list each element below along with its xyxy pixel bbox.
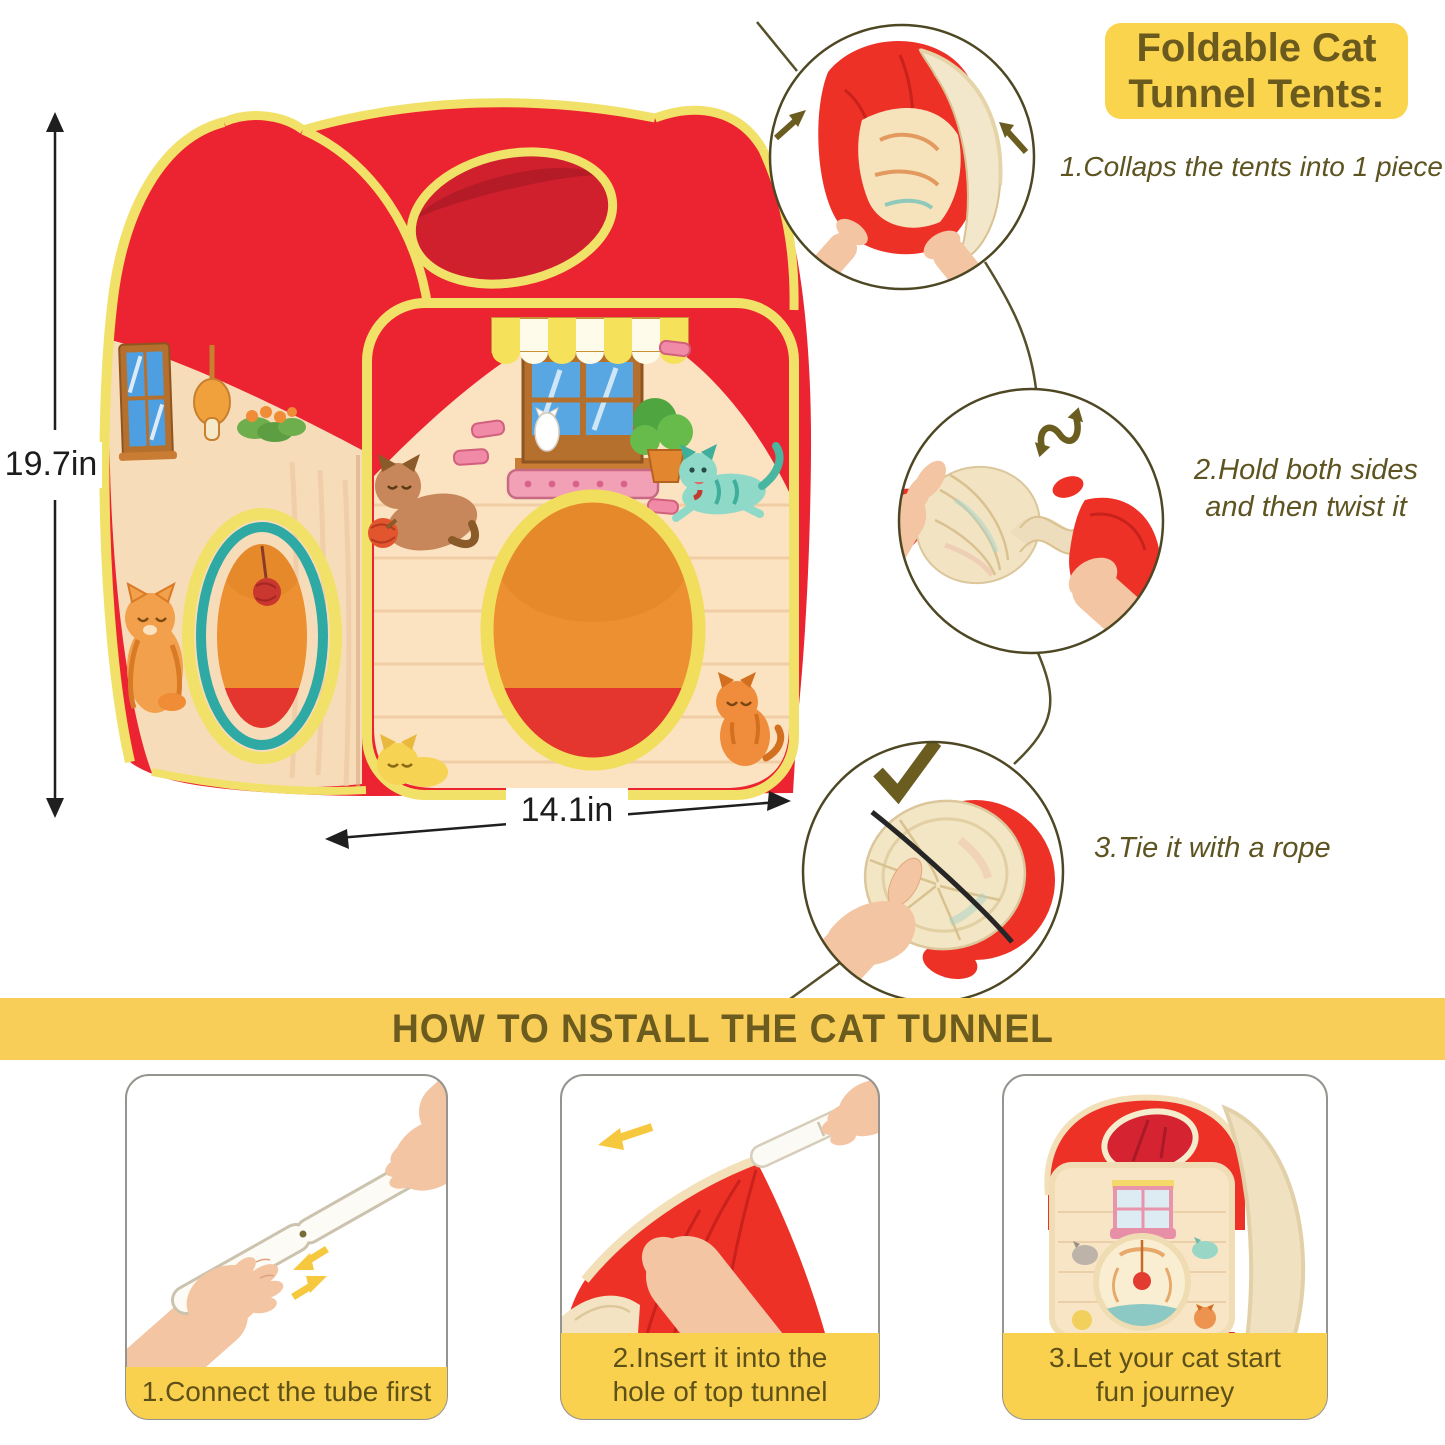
brick-prints (452, 339, 691, 515)
install-step-2-caption-text: 2.Insert it into the hole of top tunnel (612, 1342, 828, 1407)
fold-step-3-text: 3.Tie it with a rope (1094, 832, 1331, 864)
fold-panel-title: Foldable Cat Tunnel Tents: (1105, 23, 1408, 119)
side-oval-window (182, 508, 342, 764)
tent-piping (99, 98, 799, 796)
twist-s-arrow-icon (1034, 407, 1084, 458)
height-dimension-label: 19.7in (0, 442, 102, 488)
brown-cat-print (368, 454, 480, 551)
plant-print (630, 398, 705, 501)
install-step-2-caption: 2.Insert it into the hole of top tunnel (561, 1333, 879, 1419)
teal-cat-print (672, 442, 784, 522)
install-step-3-caption: 3.Let your cat start fun journey (1003, 1333, 1327, 1419)
install-step-1-card: 1.Connect the tube first (125, 1074, 448, 1420)
lamp-print (193, 345, 231, 441)
install-step-3-card: 3.Let your cat start fun journey (1002, 1074, 1328, 1420)
flower-print (237, 406, 306, 442)
orange-cat-print (716, 672, 785, 766)
width-dimension-label: 14.1in (506, 788, 628, 834)
insert-left-arrow-icon (598, 1123, 654, 1150)
side-cat-print (125, 581, 186, 713)
compress-arrows-icon (291, 1246, 329, 1300)
install-step-3-caption-text: 3.Let your cat start fun journey (1049, 1342, 1281, 1407)
checkmark-icon (873, 742, 942, 805)
yellow-cat-print (377, 734, 448, 787)
front-window-print (452, 317, 705, 515)
install-step-2-card: 2.Insert it into the hole of top tunnel (560, 1074, 880, 1420)
fold-step-1-circle (768, 23, 1036, 291)
awning (491, 317, 689, 364)
mini-cat-prints (1072, 1237, 1218, 1330)
install-step-1-caption: 1.Connect the tube first (126, 1367, 447, 1419)
install-section-title: HOW TO NSTALL THE CAT TUNNEL (391, 1006, 1054, 1051)
height-dimension-arrow (46, 112, 64, 818)
fold-step-1-text: 1.Collaps the tents into 1 piece (1060, 151, 1443, 182)
side-window-print (118, 342, 177, 461)
fold-step-2-text: 2.Hold both sides and then twist it (1193, 454, 1419, 523)
install-step-1-caption-text: 1.Connect the tube first (141, 1376, 432, 1407)
cat-tent-illustration (99, 98, 812, 800)
front-door-hole (480, 489, 706, 771)
fold-step-2-circle (897, 387, 1165, 655)
fold-inward-arrows-icon (773, 110, 1029, 155)
step-connector-lines (756, 21, 1052, 1025)
install-section-banner: HOW TO NSTALL THE CAT TUNNEL (0, 998, 1445, 1060)
